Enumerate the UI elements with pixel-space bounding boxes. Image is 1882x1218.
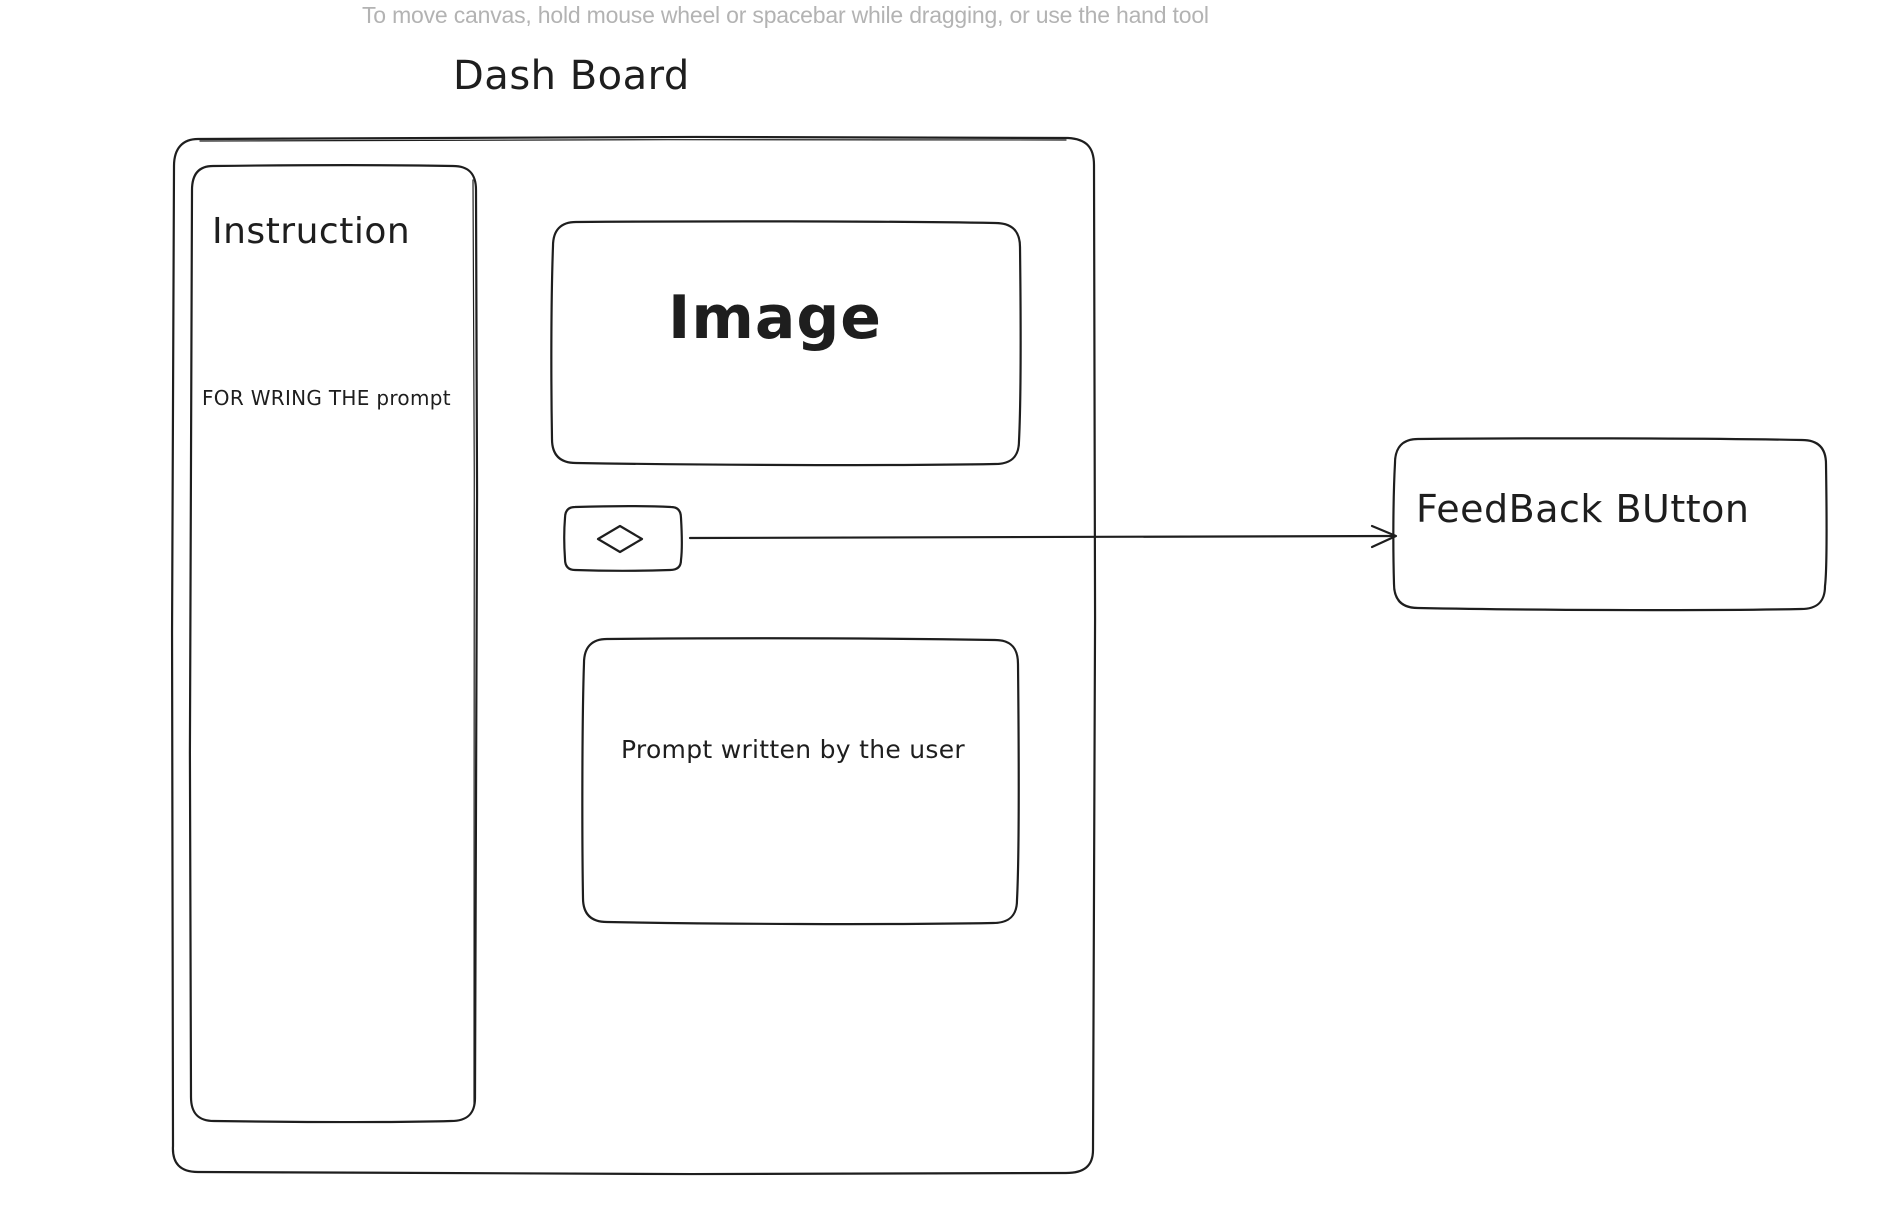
prompt-label: Prompt written by the user	[621, 735, 965, 764]
instruction-heading: Instruction	[212, 211, 411, 252]
dashboard-title: Dash Board	[453, 53, 690, 99]
image-box[interactable]	[550, 220, 1022, 467]
small-button-frame[interactable]	[563, 505, 683, 572]
arrow-connector	[688, 534, 1397, 540]
image-label: Image	[668, 283, 882, 353]
arrow-head	[1370, 524, 1398, 549]
feedback-button-box[interactable]	[1392, 437, 1828, 612]
dashboard-frame[interactable]	[170, 135, 1097, 1176]
canvas-hint: To move canvas, hold mouse wheel or spac…	[362, 2, 1209, 28]
prompt-box[interactable]	[581, 637, 1020, 926]
feedback-button-label[interactable]: FeedBack BUtton	[1416, 487, 1750, 531]
instruction-panel[interactable]	[188, 164, 479, 1124]
instruction-subtext: FOR WRING THE prompt	[202, 386, 451, 410]
diamond-icon	[596, 524, 644, 554]
